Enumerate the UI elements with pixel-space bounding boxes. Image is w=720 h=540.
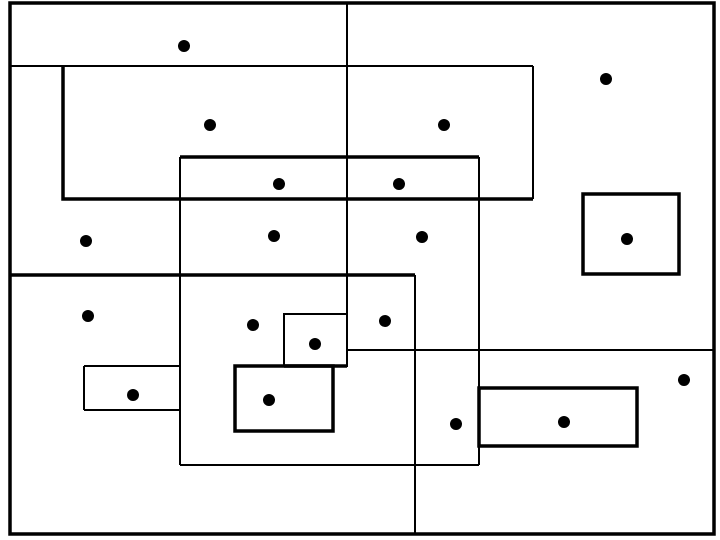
thick-box-lower-center: [233, 364, 335, 433]
dot: [558, 416, 570, 428]
dot: [379, 315, 391, 327]
dot: [678, 374, 690, 386]
dot: [621, 233, 633, 245]
thick-box-right: [581, 192, 681, 276]
thick-frame-upper: [61, 66, 533, 201]
outer-border: [8, 1, 716, 536]
dot: [600, 73, 612, 85]
dot: [204, 119, 216, 131]
dot: [450, 418, 462, 430]
dot: [127, 389, 139, 401]
dot: [178, 40, 190, 52]
dot: [82, 310, 94, 322]
dot: [309, 338, 321, 350]
dot: [263, 394, 275, 406]
thick-box-lower-right: [477, 386, 639, 448]
dot: [438, 119, 450, 131]
dot: [247, 319, 259, 331]
dot: [393, 178, 405, 190]
dot: [273, 178, 285, 190]
dot: [268, 230, 280, 242]
dot: [80, 235, 92, 247]
dot: [416, 231, 428, 243]
